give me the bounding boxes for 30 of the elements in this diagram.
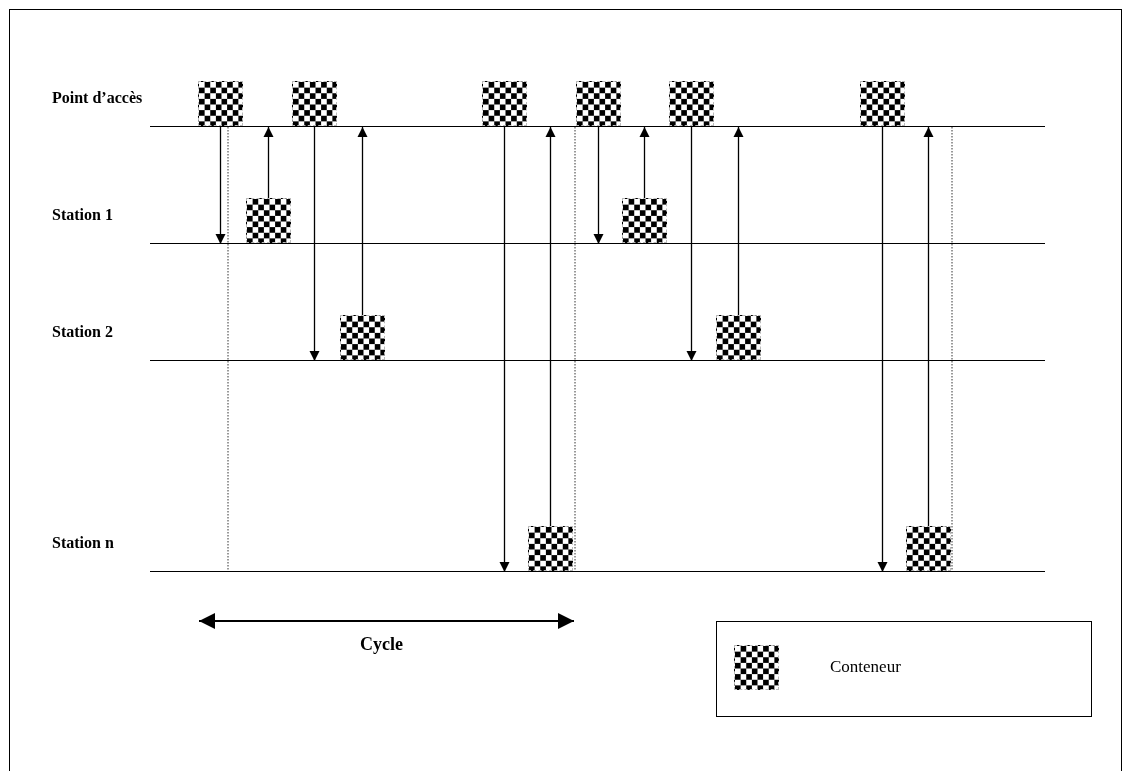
arrow bbox=[215, 125, 226, 245]
arrow bbox=[593, 125, 604, 245]
checkered-container bbox=[482, 81, 527, 126]
checkered-container bbox=[622, 198, 667, 243]
arrow bbox=[309, 125, 320, 362]
checkered-container bbox=[716, 315, 761, 360]
arrow bbox=[877, 125, 888, 573]
arrow bbox=[733, 126, 744, 316]
checkered-container bbox=[669, 81, 714, 126]
arrow bbox=[499, 125, 510, 573]
checkered-container bbox=[860, 81, 905, 126]
arrow bbox=[923, 126, 934, 527]
arrow bbox=[357, 126, 368, 316]
checkered-container bbox=[246, 198, 291, 243]
checkered-container bbox=[528, 526, 573, 571]
arrow bbox=[639, 126, 650, 199]
lane-label: Station 1 bbox=[52, 206, 113, 224]
lane-label: Station n bbox=[52, 534, 114, 552]
lane-label: Station 2 bbox=[52, 323, 113, 341]
checkered-container bbox=[576, 81, 621, 126]
arrow bbox=[686, 125, 697, 362]
lane-label: Point d’accès bbox=[52, 89, 143, 107]
arrow bbox=[545, 126, 556, 527]
checkered-container bbox=[906, 526, 951, 571]
checkered-container bbox=[340, 315, 385, 360]
checkered-container bbox=[292, 81, 337, 126]
arrow bbox=[263, 126, 274, 199]
legend-label: Conteneur bbox=[830, 657, 901, 677]
dimension-label: Cycle bbox=[360, 634, 403, 655]
checkered-container bbox=[198, 81, 243, 126]
